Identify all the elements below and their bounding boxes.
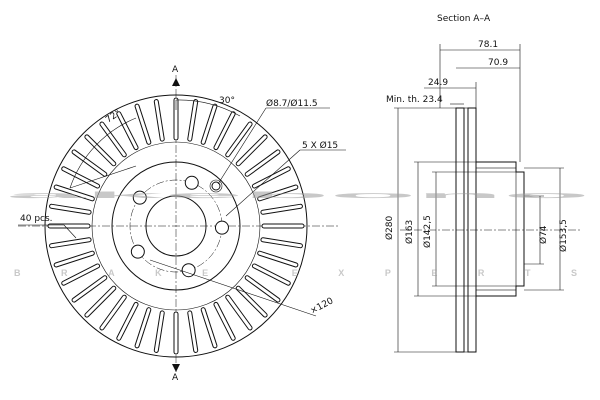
vane-inner [188,100,198,141]
stud-hole [184,175,199,190]
angle-30-label: 30° [219,96,235,106]
vane-inner [72,150,107,176]
vane-inner [214,112,235,150]
watermark-brand: akebono [6,190,598,200]
section-mark-bottom: A [172,373,179,383]
stud-holes-label: 5 X Ø15 [302,140,338,151]
watermark: akebono BRAKE EXPERTS [6,190,598,278]
front-view: A A 72° 30° Ø8.7/Ø11.5 5 X Ø15 40 pcs. ×… [18,65,346,383]
hat-outer [111,161,241,291]
stud-hole [214,220,229,235]
vane-inner [226,122,252,157]
section-mark-top: A [172,65,179,75]
vane-inner [54,185,94,201]
stud-hole [181,263,196,278]
vane-inner [85,286,116,317]
vane-inner [236,135,267,166]
vane-inner [62,167,100,188]
hat-top-wall [475,161,517,169]
vane-inner [135,308,151,348]
section-title: Section A–A [437,14,491,24]
vane-inner [188,311,198,352]
vane-inner [252,264,290,285]
vane-inner [85,135,116,166]
stud-holes [130,175,229,278]
angle-72-leader [69,165,137,189]
pcd-leader [149,259,317,317]
vane-inner [226,295,252,330]
vane-inner [201,104,217,144]
cooling-vanes [47,97,305,355]
vane-inner [50,238,91,248]
vane-inner [201,308,217,348]
vane-inner [154,311,164,352]
vane-inner [154,100,164,141]
vane-inner [245,150,280,176]
pcd-label: ×120 [309,296,336,317]
dim-d280: Ø280 [384,215,395,240]
vane-inner [258,251,298,267]
vane-inner [214,302,235,340]
dim-d142: Ø142,5 [422,215,433,248]
hat-face [515,171,525,287]
dim-d163: Ø163 [404,220,415,244]
vane-inner [117,112,138,150]
vane-inner [62,264,100,285]
vent-count-label: 40 pcs. [20,214,53,224]
vane-inner [54,251,94,267]
angle-72-label: 72° [104,108,123,125]
watermark-tagline: BRAKE EXPERTS [14,268,590,278]
vane-inner [261,204,302,214]
dim-d74: Ø74 [538,225,549,244]
section-view: Section A–A 78.1 70.9 24.9 Min. th. 23.4… [384,14,580,353]
dim-disc-thickness: 24.9 [428,78,448,88]
vane-inner [236,286,267,317]
vane-inner [72,276,107,302]
bolt-hole-label: Ø8.7/Ø11.5 [266,98,318,109]
bolt-hole-counterbore [209,179,223,193]
vane-inner [245,276,280,302]
dim-min-thickness: Min. th. 23.4 [386,95,443,105]
vane-inner [50,204,91,214]
vane-inner [258,185,298,201]
stud-leader [225,149,301,217]
section-arrow-bottom [172,364,180,372]
dim-d153: Ø153,5 [558,219,569,252]
stud-hole [132,190,147,205]
vent-leader [63,224,77,239]
bolt-hole-leader [217,107,267,185]
hat-bottom-wall [475,289,517,297]
angle-30-arc [175,99,241,117]
stud-hole [130,244,145,259]
center-bore [145,195,207,257]
disc-outer-edge [44,94,308,358]
angle-72-arc [69,117,137,189]
dim-overall-height: 78.1 [478,40,498,50]
vane-inner [261,238,302,248]
dim-hat-height: 70.9 [488,58,508,68]
vane-inner [117,302,138,340]
vent-ring-inner [91,141,261,311]
vane-inner [100,295,126,330]
vane-inner [135,104,151,144]
section-arrow-top [172,78,180,86]
vane-inner [252,167,290,188]
vane-inner [100,122,126,157]
bolt-hole [211,181,221,191]
